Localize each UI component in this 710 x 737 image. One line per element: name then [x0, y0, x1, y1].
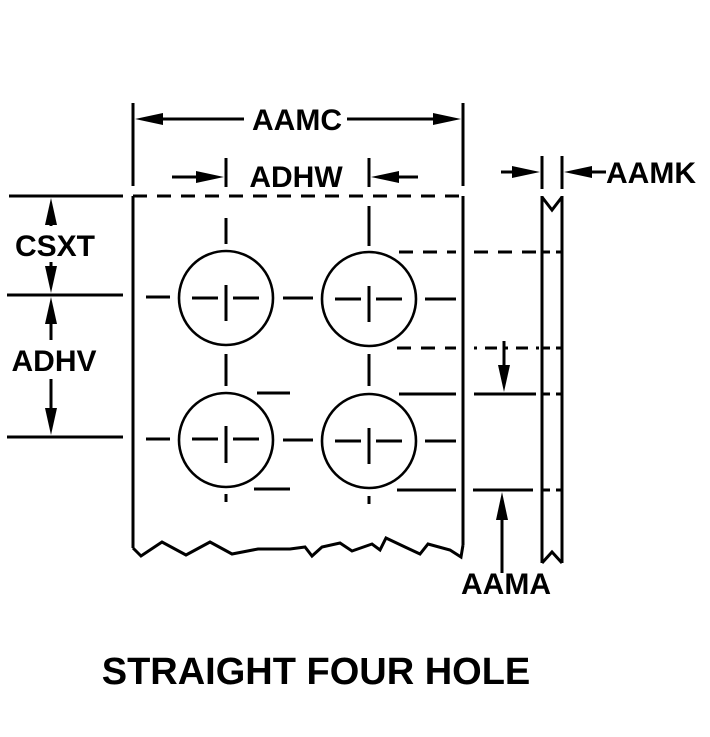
hole-circle	[320, 250, 418, 348]
hole-top-left	[146, 218, 275, 347]
hole-circle	[177, 391, 275, 489]
dimension-adhw: ADHW	[172, 158, 418, 194]
plate-side-view	[473, 196, 564, 565]
dimension-adhv: ADHV	[7, 297, 123, 439]
label-aama: AAMA	[461, 568, 551, 601]
plate-front-view	[131, 194, 465, 560]
dimension-aama: AAMA	[461, 341, 551, 601]
dimension-csxt: CSXT	[7, 194, 123, 297]
plate-break-line	[131, 536, 465, 560]
label-csxt: CSXT	[15, 230, 95, 263]
holes	[146, 206, 456, 504]
hole-bottom-left	[146, 391, 290, 502]
label-adhv: ADHV	[11, 345, 96, 378]
hole-circle	[177, 249, 275, 347]
label-adhw: ADHW	[249, 161, 343, 194]
diagram-title: STRAIGHT FOUR HOLE	[102, 651, 531, 693]
hole-bottom-right	[283, 392, 456, 504]
hole-top-right	[283, 206, 456, 350]
label-aamc: AAMC	[252, 104, 342, 137]
dimension-aamc: AAMC	[131, 103, 465, 186]
label-aamk: AAMK	[606, 157, 696, 190]
hole-circle	[320, 392, 418, 490]
dimension-aamk: AAMK	[501, 156, 696, 190]
